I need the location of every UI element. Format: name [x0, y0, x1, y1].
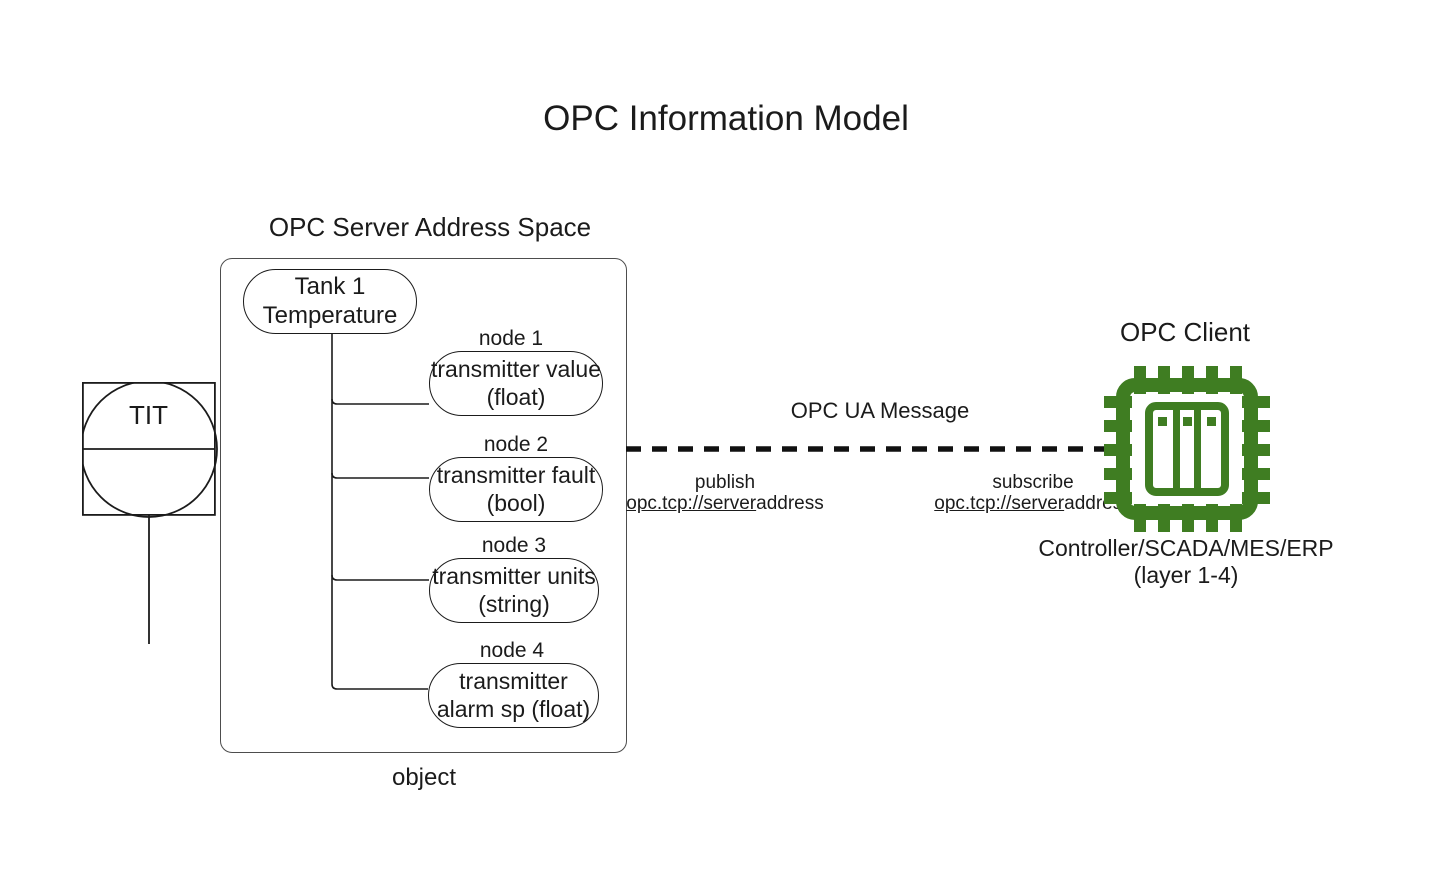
node-1-text: transmitter value (float) [430, 355, 601, 410]
node-2-tag-label: node 2 [483, 433, 549, 456]
tit-tag-label: TIT [129, 400, 168, 430]
node-transmitter-value[interactable]: transmitter value (float) [429, 351, 603, 416]
node-transmitter-alarm-sp[interactable]: transmitter alarm sp (float) [428, 663, 599, 728]
publish-url-plain: address [756, 493, 824, 514]
node-3-tag-label: node 3 [481, 534, 547, 557]
client-subtitle-line1: Controller/SCADA/MES/ERP [1038, 535, 1334, 561]
node-root-text: Tank 1 Temperature [262, 272, 398, 329]
publish-label: publish [694, 472, 756, 493]
node-4-text: transmitter alarm sp (float) [436, 667, 591, 722]
opc-ua-message-label: OPC UA Message [790, 398, 970, 423]
page-title: OPC Information Model [543, 99, 909, 138]
publish-url-underlined: opc.tcp://server [626, 493, 757, 514]
address-space-container [220, 258, 627, 753]
opc-ua-dashed-connector [626, 446, 1116, 452]
cpu-chip-icon [1104, 366, 1270, 532]
subscribe-endpoint-url[interactable]: opc.tcp://serveraddress [933, 493, 1133, 515]
publish-endpoint-url[interactable]: opc.tcp://serveraddress [625, 493, 825, 515]
client-subtitle-line2: (layer 1-4) [1133, 562, 1239, 589]
node-tank1-temperature[interactable]: Tank 1 Temperature [243, 269, 417, 334]
node-1-tag-label: node 1 [478, 327, 544, 350]
client-subtitle: Controller/SCADA/MES/ERP(layer 1-4) [936, 535, 1436, 589]
address-space-title: OPC Server Address Space [268, 212, 592, 242]
subscribe-url-underlined: opc.tcp://server [934, 493, 1065, 514]
object-caption: object [391, 764, 457, 791]
opc-client-title: OPC Client [1119, 317, 1251, 347]
node-transmitter-units[interactable]: transmitter units (string) [429, 558, 599, 623]
subscribe-label: subscribe [992, 472, 1074, 493]
tit-instrument-symbol [82, 382, 218, 644]
node-4-tag-label: node 4 [479, 639, 545, 662]
node-2-text: transmitter fault (bool) [436, 461, 596, 516]
node-3-text: transmitter units (string) [432, 562, 596, 617]
node-transmitter-fault[interactable]: transmitter fault (bool) [429, 457, 603, 522]
